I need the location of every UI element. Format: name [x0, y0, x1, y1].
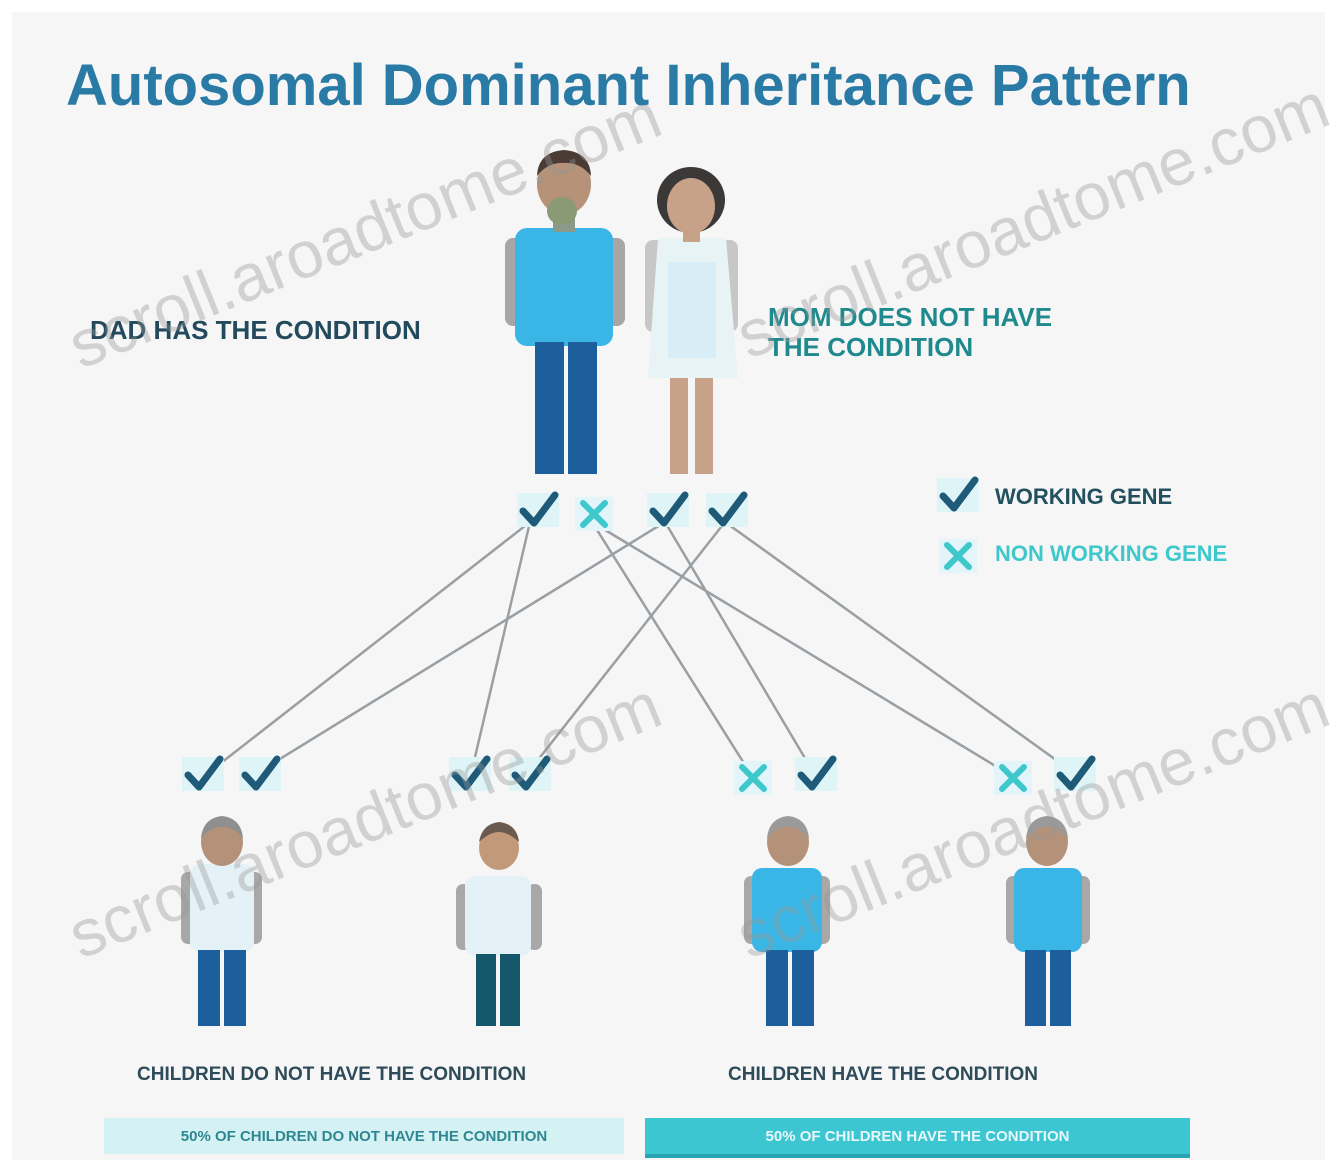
children-unaffected-caption: CHILDREN DO NOT HAVE THE CONDITION — [137, 1064, 527, 1085]
dad-condition-label: DAD HAS THE CONDITION — [90, 315, 421, 345]
child2-figure — [456, 822, 542, 1026]
child4-figure — [1006, 816, 1090, 1026]
dad-gene-working-icon — [517, 493, 559, 527]
children-affected-caption: CHILDREN HAVE THE CONDITION — [728, 1064, 1038, 1085]
legend-working-icon — [937, 478, 979, 512]
child3-figure — [744, 816, 830, 1026]
mom-condition-label: MOM DOES NOT HAVE THE CONDITION — [768, 302, 1052, 362]
mom-label-line-1: MOM DOES NOT HAVE — [768, 302, 1053, 332]
page-title: Autosomal Dominant Inheritance Pattern — [66, 53, 1191, 118]
mom-label-line-2: THE CONDITION — [768, 332, 974, 362]
legend-working-label: WORKING GENE — [995, 484, 1173, 509]
child1-gene-2-icon — [239, 757, 281, 791]
dad-gene-non-working-icon — [575, 497, 613, 531]
inheritance-lines — [211, 520, 1071, 778]
affected-percentage-bar: 50% OF CHILDREN HAVE THE CONDITION — [645, 1118, 1190, 1158]
child4-gene-1-icon — [994, 761, 1032, 795]
mom-gene-working-2-icon — [706, 493, 748, 527]
child1-figure — [181, 816, 262, 1026]
mom-gene-working-1-icon — [647, 493, 689, 527]
mom-figure — [645, 167, 738, 474]
dad-figure — [505, 150, 625, 474]
unaffected-percentage-bar: 50% OF CHILDREN DO NOT HAVE THE CONDITIO… — [104, 1118, 624, 1154]
child3-gene-1-icon — [734, 761, 772, 795]
child4-gene-2-icon — [1054, 757, 1096, 791]
child3-gene-2-icon — [795, 757, 837, 791]
child1-gene-1-icon — [182, 757, 224, 791]
child2-gene-1-icon — [449, 757, 491, 791]
legend-non-working-icon — [939, 539, 977, 573]
child2-gene-2-icon — [509, 757, 551, 791]
legend-non-working-label: NON WORKING GENE — [995, 541, 1228, 566]
